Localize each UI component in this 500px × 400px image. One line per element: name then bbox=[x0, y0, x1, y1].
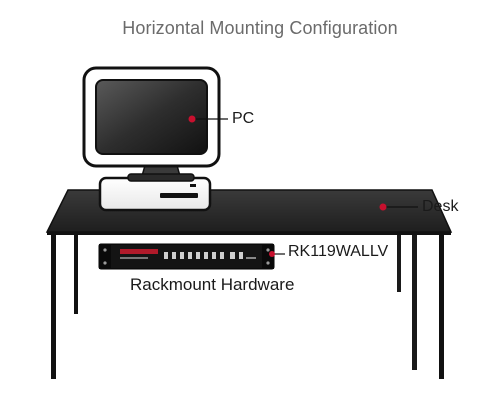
diagram-title: Horizontal Mounting Configuration bbox=[122, 18, 398, 38]
desk-label: Desk bbox=[422, 198, 459, 215]
desk-legs-front bbox=[51, 234, 444, 379]
model-label: RK119WALLV bbox=[288, 243, 389, 260]
pc-tower bbox=[98, 176, 212, 212]
rackmount-hardware bbox=[98, 243, 275, 270]
pc-label: PC bbox=[232, 110, 255, 127]
monitor bbox=[82, 66, 221, 168]
desk-legs-back bbox=[397, 230, 417, 370]
rackmount-label: Rackmount Hardware bbox=[130, 275, 295, 294]
callout-dots bbox=[188, 115, 387, 257]
